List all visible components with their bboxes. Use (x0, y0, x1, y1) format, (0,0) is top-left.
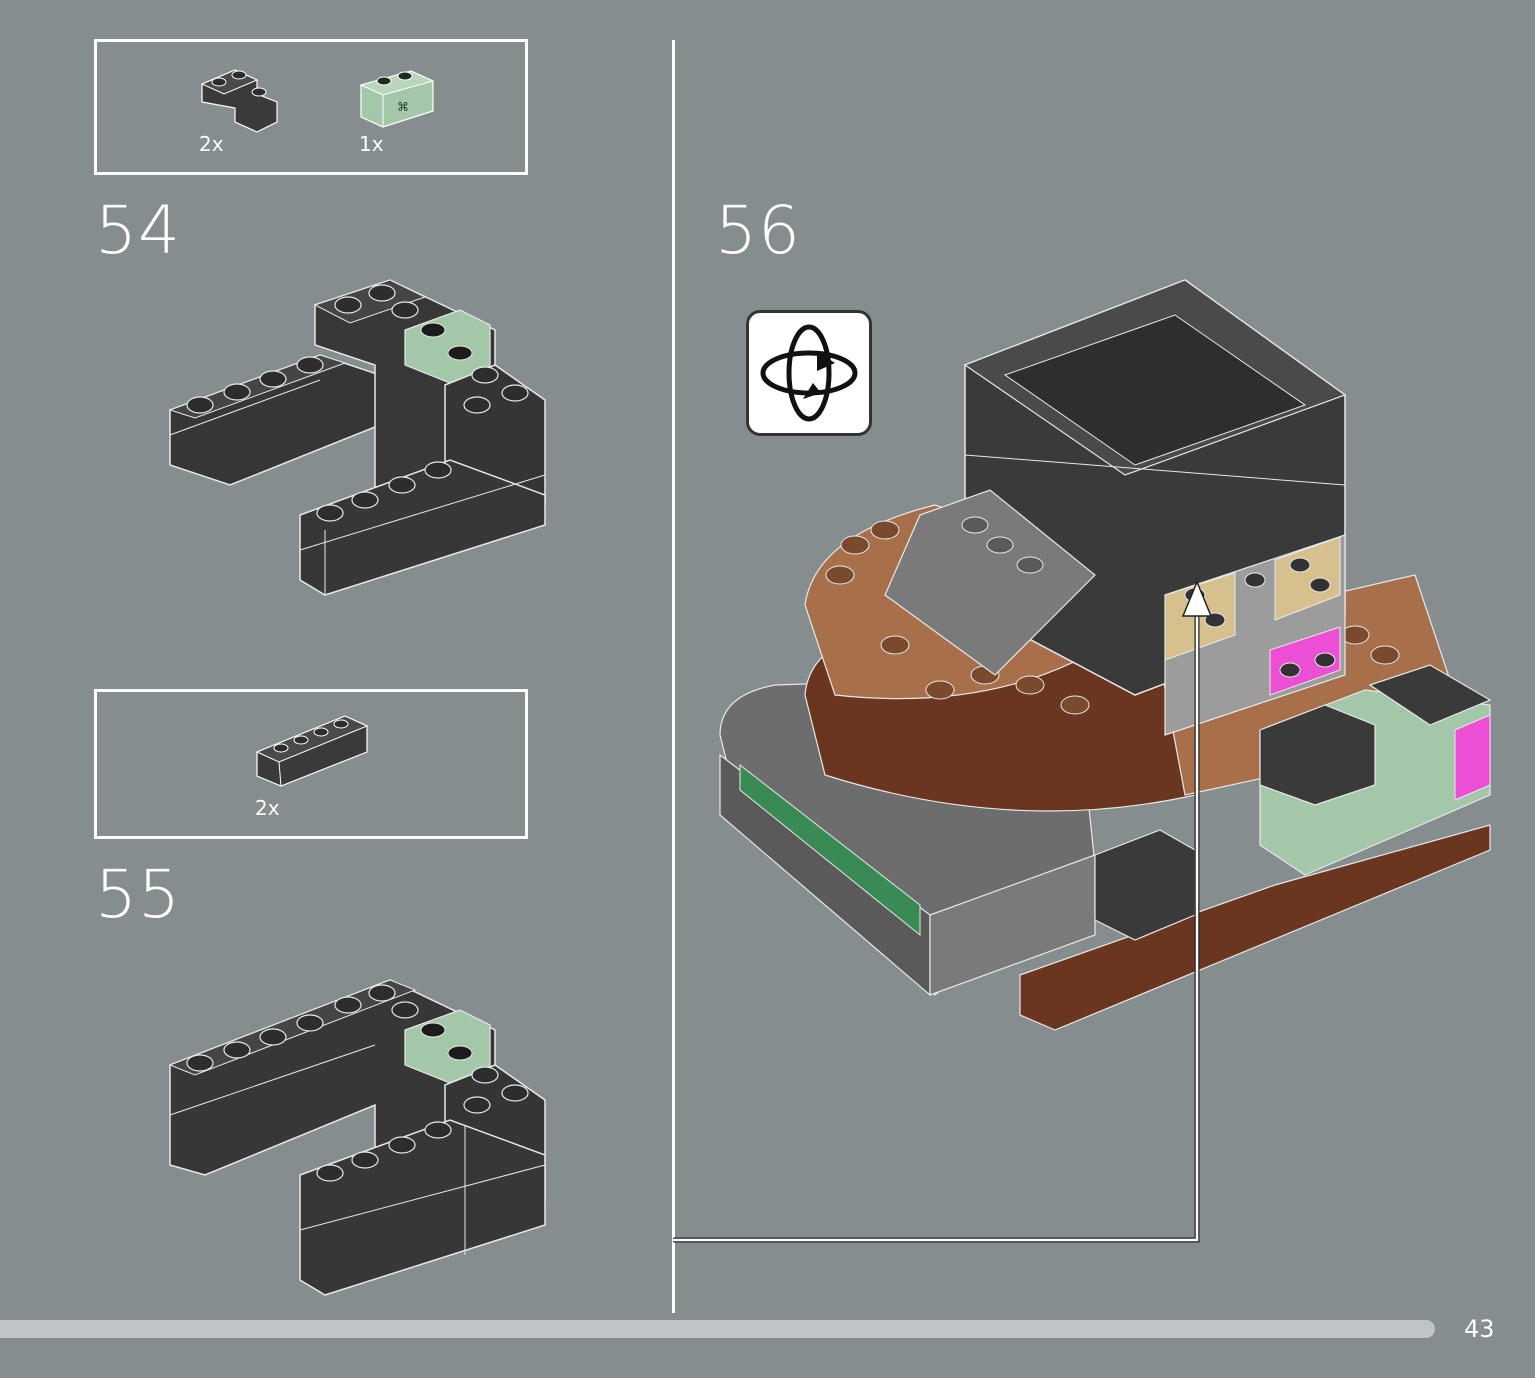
technic-brick-icon: ⌘ (359, 70, 435, 128)
rotate-model-callout (746, 310, 872, 436)
parts-callout-step-54: 2x ⌘ 1x (94, 39, 528, 175)
svg-text:⌘: ⌘ (397, 100, 409, 114)
progress-track (0, 1320, 1435, 1338)
step-number-55: 55 (95, 856, 181, 933)
connector-arrow (673, 580, 1213, 1243)
brick-1x4-icon (255, 715, 369, 787)
part-qty: 2x (199, 132, 224, 156)
step-number-56: 56 (715, 192, 801, 269)
progress-bar (0, 1320, 1435, 1338)
part-qty: 2x (255, 796, 280, 820)
step-55-assembly-illustration (168, 979, 546, 1296)
rotate-model-icon (760, 324, 858, 422)
part-qty: 1x (359, 132, 384, 156)
step-56-assembly-illustration (719, 279, 1492, 1031)
corner-brick-icon (200, 69, 278, 133)
parts-callout-step-55: 2x (94, 689, 528, 839)
column-divider (672, 40, 675, 1313)
step-number-54: 54 (95, 192, 181, 269)
step-54-assembly-illustration (168, 279, 546, 596)
page-number: 43 (1464, 1315, 1495, 1343)
